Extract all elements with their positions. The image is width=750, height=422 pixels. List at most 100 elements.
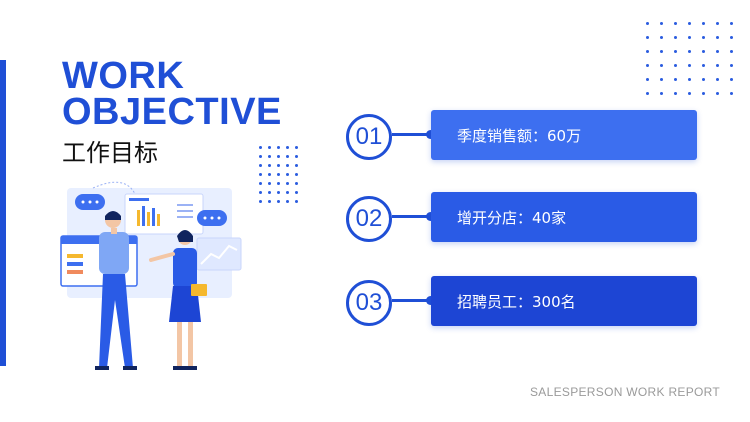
connector-line	[392, 215, 432, 218]
pattern-dot	[277, 182, 280, 185]
pattern-dot	[259, 182, 262, 185]
objective-box-1: 季度销售额：60万	[431, 110, 697, 160]
pattern-dot	[295, 173, 298, 176]
bar-chart-board-icon	[124, 193, 204, 235]
woman-figure	[149, 230, 207, 370]
pattern-dot	[702, 92, 705, 95]
pattern-dot	[688, 92, 691, 95]
page-subtitle: 工作目标	[62, 139, 158, 167]
objective-item-1: 01 季度销售额：60万	[342, 110, 697, 162]
pattern-dot	[702, 64, 705, 67]
line-chart-board-icon	[196, 237, 242, 271]
pattern-dot	[660, 36, 663, 39]
pattern-dot	[268, 182, 271, 185]
pattern-dot	[295, 155, 298, 158]
pattern-dot	[660, 92, 663, 95]
pattern-dot	[259, 146, 262, 149]
pattern-dot	[268, 146, 271, 149]
pattern-dot	[674, 22, 677, 25]
pattern-dot	[295, 164, 298, 167]
pattern-dot	[646, 92, 649, 95]
pattern-dot	[688, 64, 691, 67]
chat-bubble-icon	[75, 194, 227, 226]
pattern-dot	[295, 146, 298, 149]
pattern-dot	[277, 155, 280, 158]
pattern-dot	[674, 92, 677, 95]
pattern-dot	[259, 173, 262, 176]
pattern-dot	[286, 173, 289, 176]
pattern-dot	[286, 182, 289, 185]
pattern-dot	[730, 92, 733, 95]
pattern-dot	[646, 22, 649, 25]
left-accent-bar	[0, 60, 6, 366]
objective-text-2: 增开分店：40家	[457, 208, 567, 227]
pattern-dot	[277, 200, 280, 203]
objective-number-2: 02	[346, 196, 392, 242]
pattern-dot	[716, 50, 719, 53]
pattern-dot	[646, 36, 649, 39]
pattern-dot	[674, 78, 677, 81]
objective-number-3: 03	[346, 280, 392, 326]
pattern-dot	[688, 36, 691, 39]
pattern-dot	[277, 173, 280, 176]
man-figure	[95, 211, 137, 370]
pattern-dot	[716, 22, 719, 25]
pattern-dot	[259, 155, 262, 158]
objective-item-2: 02 增开分店：40家	[342, 192, 697, 244]
title-line-1: WORK	[62, 55, 185, 97]
pattern-dot	[646, 64, 649, 67]
pattern-dot	[286, 164, 289, 167]
connector-dot	[426, 130, 435, 139]
pattern-dot	[268, 200, 271, 203]
pattern-dot	[716, 78, 719, 81]
pattern-dot	[277, 191, 280, 194]
pattern-dot	[674, 36, 677, 39]
pattern-dot	[660, 22, 663, 25]
pattern-dot	[730, 36, 733, 39]
pattern-dot	[277, 146, 280, 149]
pattern-dot	[702, 78, 705, 81]
connector-dot	[426, 212, 435, 221]
objective-number-1: 01	[346, 114, 392, 160]
objective-text-1: 季度销售额：60万	[457, 126, 582, 145]
pattern-dot	[286, 155, 289, 158]
pattern-dot	[688, 50, 691, 53]
pattern-dot	[286, 200, 289, 203]
objective-box-3: 招聘员工：300名	[431, 276, 697, 326]
pattern-dot	[702, 22, 705, 25]
connector-line	[392, 299, 432, 302]
objective-item-3: 03 招聘员工：300名	[342, 276, 697, 328]
dot-pattern-middle	[259, 146, 304, 209]
pattern-dot	[716, 64, 719, 67]
pattern-dot	[646, 50, 649, 53]
pattern-dot	[295, 200, 298, 203]
pattern-dot	[730, 50, 733, 53]
pattern-dot	[268, 164, 271, 167]
title-line-2: OBJECTIVE	[62, 91, 282, 133]
objective-text-3: 招聘员工：300名	[457, 292, 576, 311]
pattern-dot	[295, 182, 298, 185]
pattern-dot	[660, 50, 663, 53]
pattern-dot	[730, 22, 733, 25]
pattern-dot	[716, 92, 719, 95]
pattern-dot	[259, 191, 262, 194]
pattern-dot	[674, 64, 677, 67]
pattern-dot	[730, 64, 733, 67]
pattern-dot	[702, 36, 705, 39]
pattern-dot	[646, 78, 649, 81]
pattern-dot	[286, 191, 289, 194]
pattern-dot	[268, 191, 271, 194]
connector-dot	[426, 296, 435, 305]
pattern-dot	[660, 64, 663, 67]
pattern-dot	[674, 50, 677, 53]
pattern-dot	[295, 191, 298, 194]
dot-pattern-top-right	[646, 22, 744, 106]
pattern-dot	[268, 173, 271, 176]
objective-box-2: 增开分店：40家	[431, 192, 697, 242]
pattern-dot	[688, 78, 691, 81]
pattern-dot	[716, 36, 719, 39]
pattern-dot	[268, 155, 271, 158]
page-title: WORK OBJECTIVE	[62, 55, 282, 133]
pattern-dot	[688, 22, 691, 25]
team-discussion-illustration	[60, 181, 242, 370]
